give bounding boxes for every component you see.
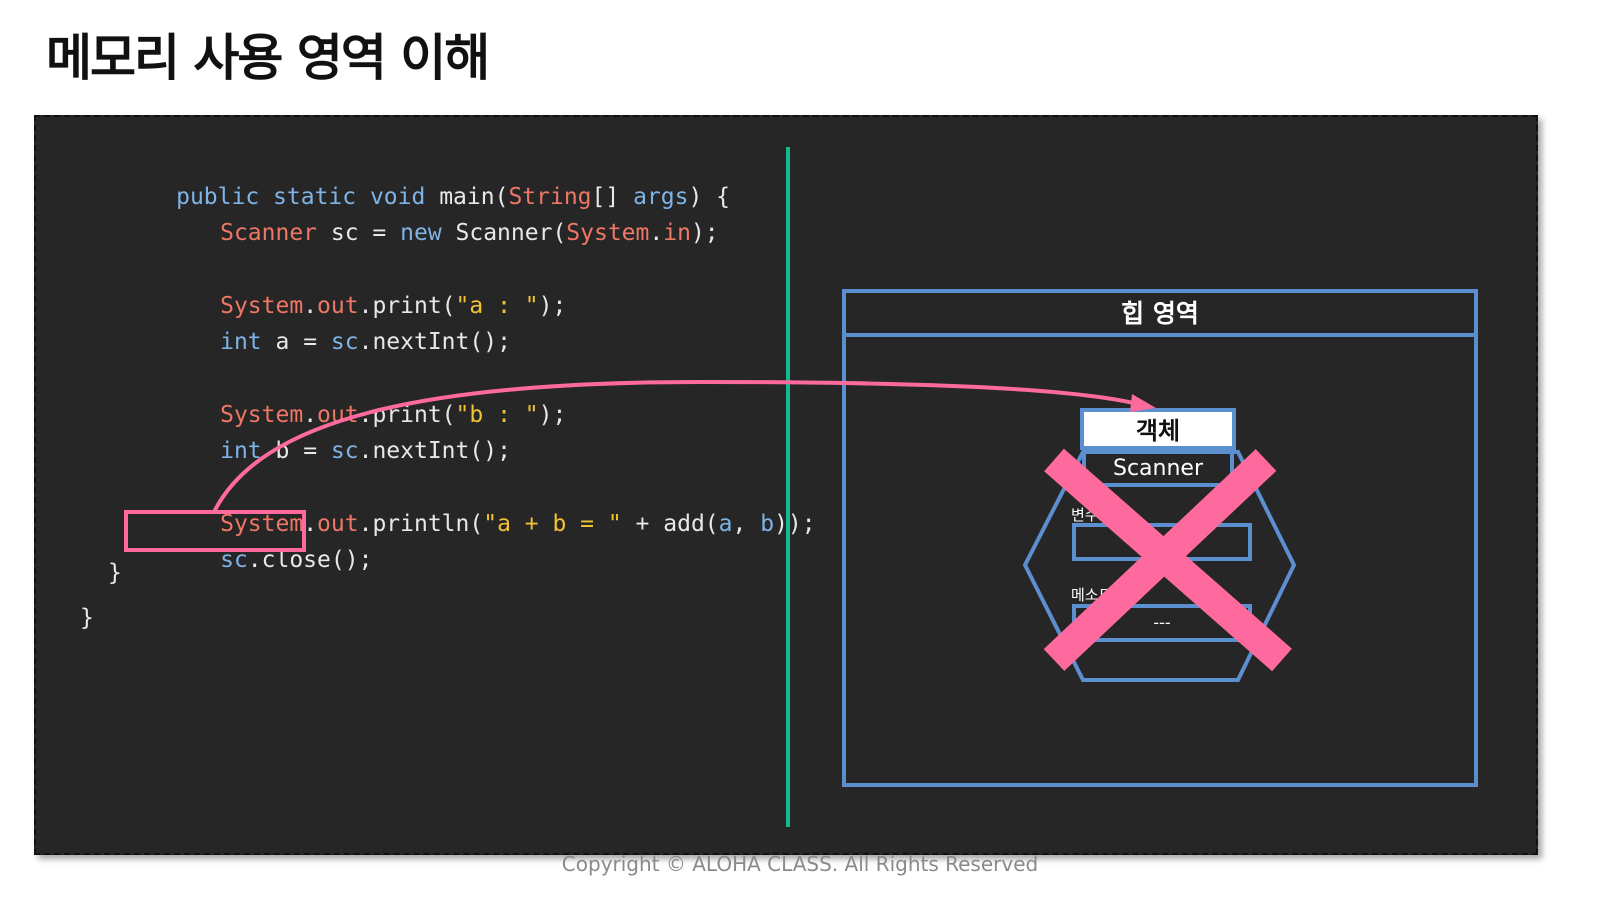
- token: .println(: [358, 511, 484, 537]
- code-line-4: int a = sc.nextInt();: [137, 294, 511, 355]
- token: new: [400, 220, 442, 246]
- token: System: [220, 293, 304, 319]
- token: "a + b = ": [483, 511, 622, 537]
- token: ,: [732, 511, 761, 537]
- token: int: [220, 329, 262, 355]
- token: );: [538, 402, 567, 428]
- token: System: [566, 220, 650, 246]
- token: a: [718, 511, 733, 537]
- code-line-6: int b = sc.nextInt();: [137, 403, 511, 464]
- token: b: [261, 438, 290, 464]
- code-brace-outer: }: [80, 605, 94, 631]
- token: .print(: [358, 293, 456, 319]
- token: .: [303, 511, 318, 537]
- code-brace-inner: }: [108, 560, 122, 586]
- heap-area-title: 힙 영역: [846, 293, 1474, 337]
- code-line-2: Scanner sc = new Scanner(System.in);: [137, 185, 719, 246]
- token: ) {: [688, 184, 731, 210]
- token: []: [591, 184, 634, 210]
- token: sc: [317, 220, 359, 246]
- code-line-close: sc.close();: [137, 512, 372, 573]
- code-line-1: public static void main(String[] args) {: [93, 149, 730, 210]
- token: =: [289, 329, 331, 355]
- diagram-panel: public static void main(String[] args) {…: [34, 115, 1538, 855]
- token: main(: [425, 184, 509, 210]
- token: args: [633, 184, 689, 210]
- token: );: [690, 220, 719, 246]
- code-line-3: System.out.print("a : ");: [137, 258, 566, 319]
- token: out: [317, 293, 359, 319]
- divider-line: [786, 147, 790, 827]
- heap-area: 힙 영역: [842, 289, 1478, 787]
- token: .nextInt();: [358, 329, 511, 355]
- token: Scanner(: [441, 220, 567, 246]
- token: .: [649, 220, 664, 246]
- code-block: public static void main(String[] args) {…: [36, 117, 816, 817]
- token: .: [303, 293, 318, 319]
- token: Scanner: [220, 220, 318, 246]
- token: ));: [774, 511, 816, 537]
- token: String: [508, 184, 592, 210]
- token: sc: [330, 329, 359, 355]
- token: public static void: [176, 184, 426, 210]
- token: int: [220, 438, 262, 464]
- token: sc: [330, 438, 359, 464]
- token: "a : ": [455, 293, 539, 319]
- token: in: [663, 220, 691, 246]
- code-line-5: System.out.print("b : ");: [137, 367, 566, 428]
- token: + add(: [621, 511, 719, 537]
- page-title: 메모리 사용 영역 이해: [46, 29, 490, 87]
- copyright-text: Copyright © ALOHA CLASS. All Rights Rese…: [561, 852, 1039, 876]
- token: );: [538, 293, 567, 319]
- token: b: [760, 511, 775, 537]
- token: out: [317, 511, 359, 537]
- token: .nextInt();: [358, 438, 511, 464]
- code-line-7: System.out.println("a + b = " + add(a, b…: [137, 476, 816, 537]
- token: a: [261, 329, 290, 355]
- token: =: [358, 220, 401, 246]
- token: sc: [220, 547, 248, 573]
- token: =: [289, 438, 331, 464]
- token: .close();: [247, 547, 373, 573]
